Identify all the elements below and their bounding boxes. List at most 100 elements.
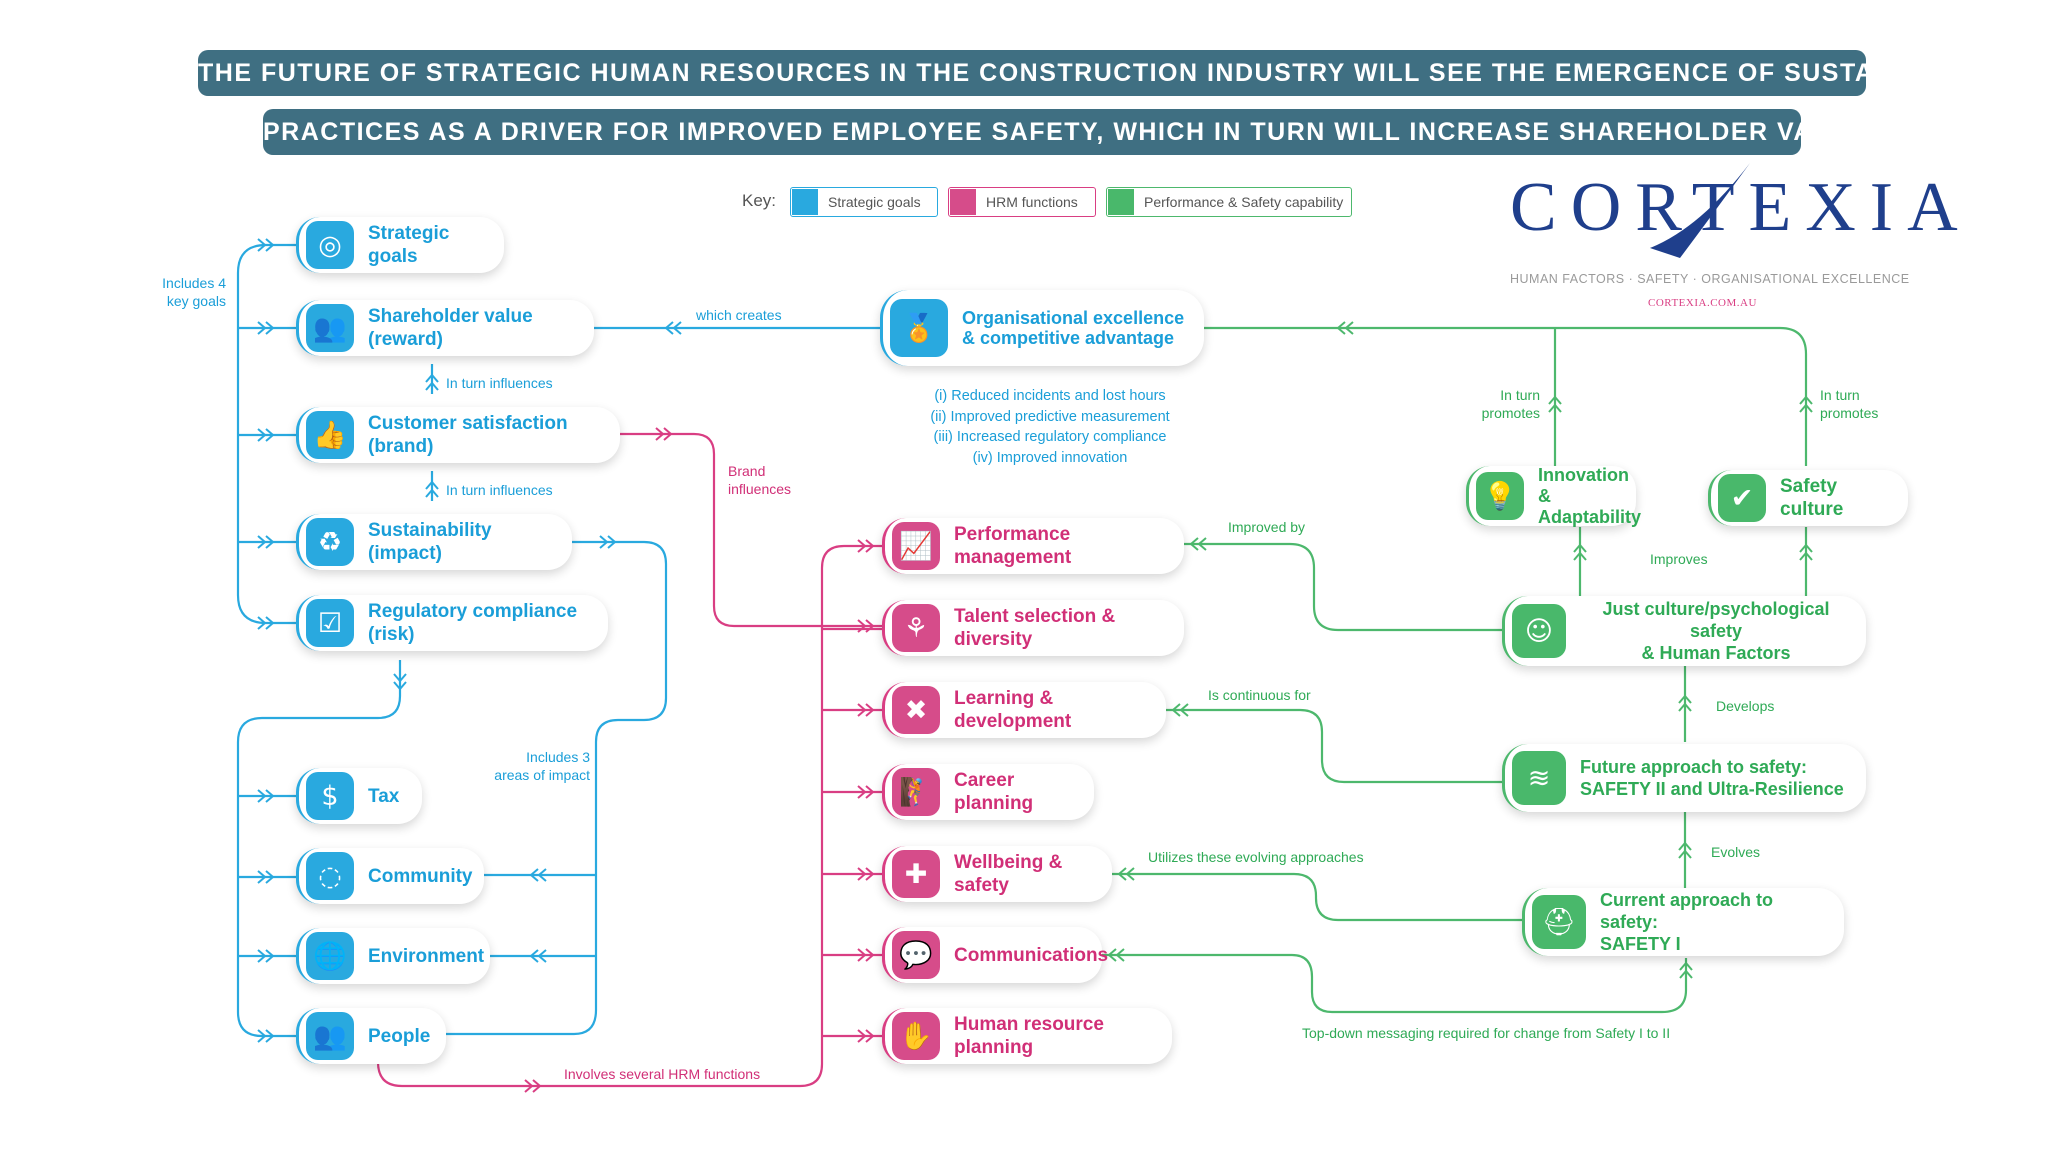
node-shareholder-value[interactable]: 👥 Shareholder value (reward) [296, 300, 594, 356]
node-performance-management[interactable]: 📈 Performance management [882, 518, 1184, 574]
node-future-safety[interactable]: ≋ Future approach to safety: SAFETY II a… [1502, 744, 1866, 812]
chat-bubbles-icon: 💬 [892, 931, 940, 979]
node-organisational-excellence[interactable]: 🏅 Organisational excellence & competitiv… [880, 290, 1204, 366]
shield-plus-icon: ✚ [892, 850, 940, 898]
just-culture-line-2: & Human Factors [1641, 643, 1791, 663]
node-label: Organisational excellence & competitive … [962, 308, 1198, 348]
key-label: Key: [742, 191, 777, 210]
node-regulatory-compliance[interactable]: ☑ Regulatory compliance (risk) [296, 595, 608, 651]
annotation-line: promotes [1820, 405, 1879, 421]
annotation-line: Brand [728, 463, 766, 479]
innovation-line-2: Adaptability [1538, 506, 1642, 527]
node-label: Community [368, 865, 473, 887]
thumbs-up-icon: 👍 [306, 411, 354, 459]
node-talent-selection[interactable]: ⚘ Talent selection & diversity [882, 600, 1184, 656]
head-profile-icon: ☺ [1512, 604, 1566, 658]
annotation-in-turn-promotes-1: In turn promotes [1460, 386, 1540, 422]
waves-icon: ≋ [1512, 751, 1566, 805]
node-safety-culture[interactable]: ✔ Safety culture [1708, 470, 1908, 526]
annotation-line: Includes 4 [162, 275, 226, 291]
future-line-1: Future approach to safety: [1580, 757, 1808, 777]
node-label: Customer satisfaction (brand) [368, 413, 568, 457]
current-line-2: SAFETY I [1600, 934, 1681, 954]
node-sustainability[interactable]: ♻ Sustainability (impact) [296, 514, 572, 570]
recycle-icon: ♻ [306, 518, 354, 566]
node-community[interactable]: ◌ Community [296, 848, 484, 904]
community-circle-icon: ◌ [306, 852, 354, 900]
key-text: Performance & Safety capability [1144, 194, 1344, 210]
node-label: Just culture/psychological safety & Huma… [1580, 598, 1866, 664]
annotation-is-continuous: Is continuous for [1208, 687, 1311, 703]
node-label: Regulatory compliance (risk) [368, 601, 578, 645]
node-wellbeing-safety[interactable]: ✚ Wellbeing & safety [882, 846, 1112, 902]
climbing-person-icon: 🧗 [892, 768, 940, 816]
innovation-line-1: Innovation & [1538, 464, 1629, 506]
annotation-line: influences [728, 481, 792, 497]
outcome-item: (iii) Increased regulatory compliance [933, 429, 1167, 445]
node-people[interactable]: 👥 People [296, 1008, 446, 1064]
annotation-in-turn-influences-1: In turn influences [446, 375, 553, 391]
annotation-line: Includes 3 [526, 749, 590, 765]
node-tax[interactable]: $ Tax [296, 768, 422, 824]
annotation-improved-by: Improved by [1228, 519, 1306, 535]
node-current-safety[interactable]: ⛑ Current approach to safety: SAFETY I [1522, 888, 1844, 956]
future-line-2: SAFETY II and Ultra-Resilience [1580, 779, 1844, 799]
annotation-line: areas of impact [494, 767, 590, 783]
key-performance-safety: Performance & Safety capability [1106, 187, 1352, 217]
outcome-item: (iv) Improved innovation [972, 449, 1128, 466]
node-career-planning[interactable]: 🧗 Career planning [882, 764, 1094, 820]
node-label: Career planning [954, 770, 1034, 814]
node-label: People [368, 1025, 431, 1047]
node-label: Innovation & Adaptability [1538, 465, 1655, 528]
node-customer-satisfaction[interactable]: 👍 Customer satisfaction (brand) [296, 407, 620, 463]
node-label: Talent selection & diversity [954, 606, 1116, 650]
node-label: Sustainability (impact) [368, 520, 492, 564]
title-line-2: PRACTICES AS A DRIVER FOR IMPROVED EMPLO… [263, 109, 1874, 155]
annotation-utilizes: Utilizes these evolving approaches [1148, 849, 1364, 865]
people-group-icon: 👥 [306, 304, 354, 352]
bar-chart-icon: 📈 [892, 522, 940, 570]
node-environment[interactable]: 🌐 Environment [296, 928, 490, 984]
shield-check-icon: ✔ [1718, 474, 1766, 522]
node-label: Learning & development [954, 688, 1072, 732]
key-hrm-functions: HRM functions [948, 187, 1096, 217]
globe-icon: 🌐 [306, 932, 354, 980]
node-learning-development[interactable]: ✖ Learning & development [882, 682, 1166, 738]
key-text: Strategic goals [828, 194, 921, 210]
annotation-brand-influences: Brand influences [728, 462, 791, 498]
node-label: Tax [368, 785, 400, 807]
logo-swoosh-icon [1650, 163, 1750, 258]
excellence-line-2: & competitive advantage [962, 328, 1175, 348]
node-innovation-adaptability[interactable]: 💡 Innovation & Adaptability [1466, 465, 1641, 527]
key-strategic-goals: Strategic goals [790, 187, 938, 217]
node-strategic-goals[interactable]: ◎ Strategic goals [296, 217, 504, 273]
outcomes-list: (i) Reduced incidents and lost hours (ii… [900, 386, 1200, 468]
annotation-includes-4: Includes 4 key goals [150, 274, 226, 310]
diversity-icon: ⚘ [892, 604, 940, 652]
tools-icon: ✖ [892, 686, 940, 734]
node-label: Shareholder value (reward) [368, 306, 533, 350]
key-swatch-green [1108, 189, 1134, 215]
logo-url: CORTEXIA.COM.AU [1648, 297, 1757, 309]
node-human-resource-planning[interactable]: ✋ Human resource planning [882, 1008, 1172, 1064]
annotation-line: In turn [1820, 387, 1860, 403]
annotation-includes-3: Includes 3 areas of impact [486, 748, 590, 784]
annotation-develops: Develops [1716, 698, 1775, 714]
node-communications[interactable]: 💬 Communications [882, 927, 1108, 983]
target-head-icon: ◎ [306, 221, 354, 269]
medal-icon: 🏅 [890, 299, 948, 357]
outcome-item: (i) Reduced incidents and lost hours [934, 388, 1166, 404]
node-label: Safety culture [1780, 476, 1844, 520]
lightbulb-head-icon: 💡 [1476, 472, 1524, 520]
key-text: HRM functions [986, 194, 1078, 210]
node-just-culture[interactable]: ☺ Just culture/psychological safety & Hu… [1502, 596, 1866, 666]
annotation-which-creates: which creates [696, 307, 782, 323]
node-label: Future approach to safety: SAFETY II and… [1580, 756, 1858, 800]
hardhat-worker-icon: ⛑ [1532, 895, 1586, 949]
cortexia-logo: CORTEXIA [1510, 169, 1972, 246]
tax-document-icon: $ [306, 772, 354, 820]
title-line-1: THE FUTURE OF STRATEGIC HUMAN RESOURCES … [198, 50, 1975, 96]
key-swatch-blue [792, 189, 818, 215]
hand-people-icon: ✋ [892, 1012, 940, 1060]
